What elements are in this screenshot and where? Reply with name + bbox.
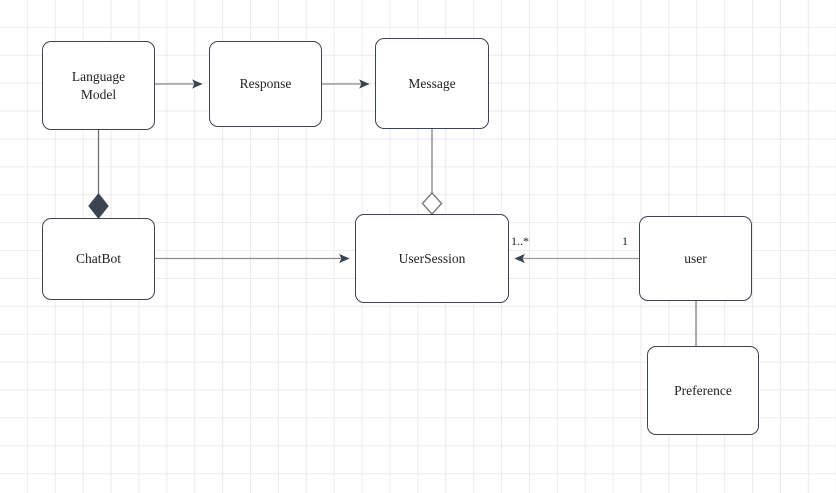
node-label-language-model: Language Model xyxy=(71,68,126,102)
edge-message-to-usersession-aggregation xyxy=(421,129,443,215)
node-label-response: Response xyxy=(239,76,292,92)
edge-label-multiplicity-one: 1 xyxy=(622,234,628,248)
hollow-diamond-icon xyxy=(421,192,443,215)
node-label-user: user xyxy=(684,250,707,266)
node-response[interactable]: Response xyxy=(209,41,322,127)
node-usersession[interactable]: UserSession xyxy=(355,214,509,303)
node-label-preference: Preference xyxy=(674,382,732,398)
node-chatbot[interactable]: ChatBot xyxy=(42,218,155,300)
edge-language-model-to-chatbot-composition xyxy=(88,130,109,219)
node-label-chatbot: ChatBot xyxy=(75,251,121,267)
edge-label-multiplicity-many: 1..* xyxy=(511,234,529,248)
node-message[interactable]: Message xyxy=(375,38,489,129)
filled-diamond-icon xyxy=(88,193,109,219)
node-label-message: Message xyxy=(408,75,456,91)
node-user[interactable]: user xyxy=(639,216,752,301)
node-language-model[interactable]: Language Model xyxy=(42,41,155,130)
node-preference[interactable]: Preference xyxy=(647,346,759,435)
node-label-usersession: UserSession xyxy=(398,250,466,266)
